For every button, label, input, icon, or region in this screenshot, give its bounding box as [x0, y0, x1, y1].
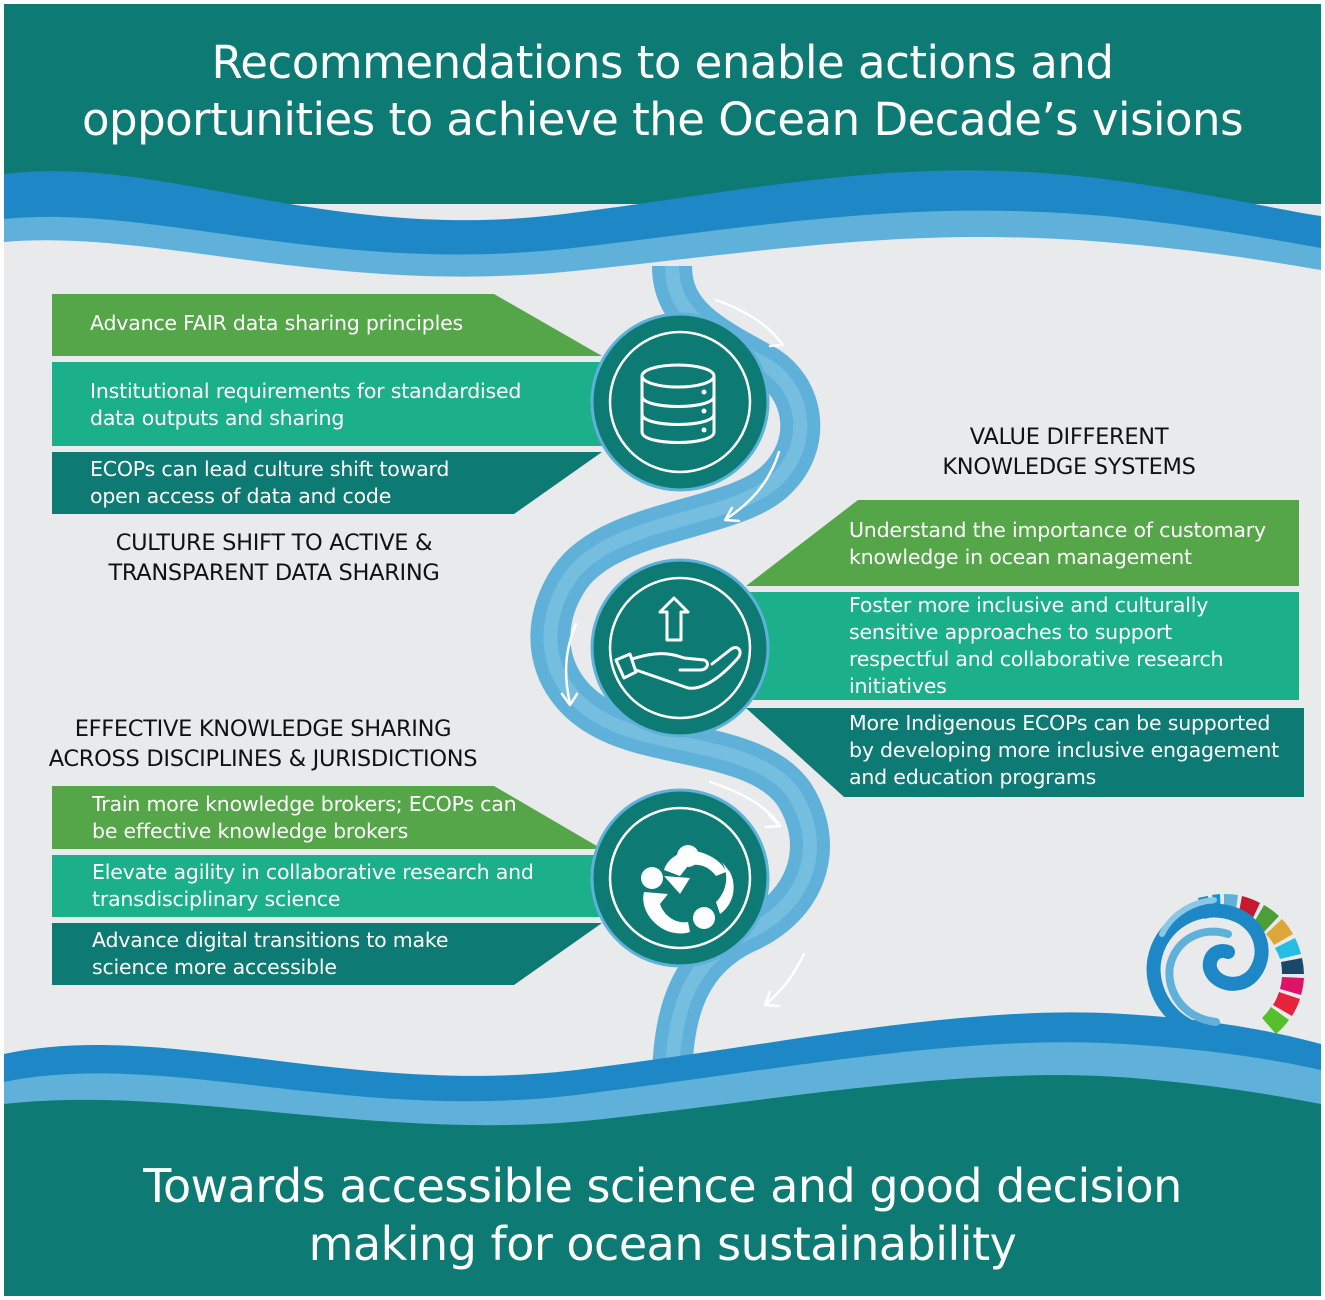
header-title-line1: Recommendations to enable actions and	[211, 36, 1114, 89]
data-item-1: Advance FAIR data sharing principles	[90, 311, 463, 335]
sharing-item-2: Elevate agility in collaborative researc…	[92, 860, 534, 911]
hand-with-arrow-icon	[590, 558, 770, 738]
knowledge-sharing-heading: EFFECTIVE KNOWLEDGE SHARING ACROSS DISCI…	[48, 716, 478, 772]
knowledge-item-3: More Indigenous ECOPs can be supported b…	[849, 711, 1280, 789]
header-title-line2: opportunities to achieve the Ocean Decad…	[81, 93, 1244, 146]
data-item-3: ECOPs can lead culture shift toward open…	[90, 457, 450, 508]
bar-data-3	[52, 452, 602, 514]
bar-data-1	[52, 294, 602, 356]
knowledge-item-1: Understand the importance of customary k…	[849, 518, 1266, 569]
people-collaboration-icon	[590, 788, 770, 968]
sharing-item-1: Train more knowledge brokers; ECOPs can …	[92, 792, 517, 843]
bar-data-2	[52, 362, 602, 446]
footer-title-line2: making for ocean sustainability	[308, 1217, 1017, 1271]
bar-knowledge-1	[746, 500, 1299, 586]
knowledge-systems-heading: VALUE DIFFERENT KNOWLEDGE SYSTEMS	[942, 424, 1196, 480]
footer-title: Towards accessible science and good deci…	[4, 1157, 1321, 1273]
bar-sharing-3	[52, 923, 602, 985]
database-icon	[590, 312, 770, 492]
data-sharing-heading: CULTURE SHIFT TO ACTIVE & TRANSPARENT DA…	[108, 530, 440, 586]
infographic: Recommendations to enable actions and op…	[4, 4, 1321, 1296]
bar-knowledge-3	[746, 708, 1304, 797]
knowledge-item-2: Foster more inclusive and culturally sen…	[849, 593, 1224, 698]
bar-sharing-1	[52, 786, 602, 849]
header-title: Recommendations to enable actions and op…	[4, 34, 1321, 148]
wave-background	[4, 4, 1321, 1296]
bar-knowledge-2	[746, 592, 1299, 700]
bar-sharing-2	[52, 855, 602, 917]
footer-title-line1: Towards accessible science and good deci…	[143, 1159, 1182, 1213]
sharing-item-3: Advance digital transitions to make scie…	[92, 928, 449, 979]
data-item-2: Institutional requirements for standardi…	[90, 379, 522, 430]
ocean-decade-logo-icon	[1146, 893, 1304, 1041]
